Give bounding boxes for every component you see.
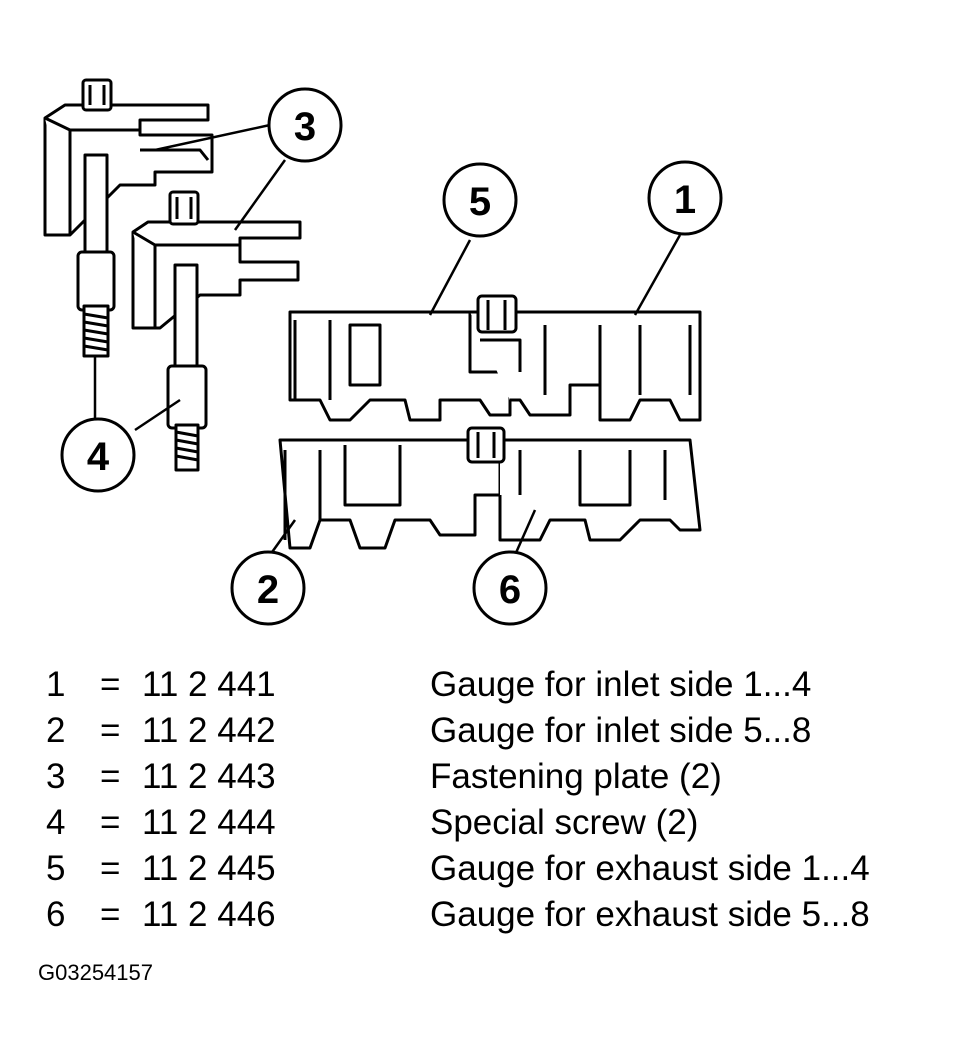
gauge-inlet-5-8-and-exhaust-5-8 <box>278 426 702 550</box>
legend-part-number: 11 2 441 <box>142 665 276 704</box>
legend-description: Special screw (2) <box>430 803 699 842</box>
legend-equals: = <box>100 895 121 934</box>
callout-group: 3 5 1 4 2 6 <box>60 87 723 626</box>
legend-description: Gauge for exhaust side 5...8 <box>430 895 870 934</box>
legend-part-number: 11 2 445 <box>142 849 276 888</box>
fastening-plate-lower <box>131 190 302 330</box>
legend-equals: = <box>100 757 121 796</box>
callout-4-label: 4 <box>87 435 110 479</box>
gauge-exhaust-1-4-and-inlet-1-4 <box>288 294 702 422</box>
callout-1: 1 <box>647 160 723 236</box>
legend-description: Gauge for inlet side 5...8 <box>430 711 812 750</box>
legend-description: Gauge for inlet side 1...4 <box>430 665 812 704</box>
callout-5-label: 5 <box>469 180 491 224</box>
legend-number: 5 <box>46 849 66 888</box>
tool-diagram: 3 5 1 4 2 6 <box>43 78 723 626</box>
callout-6-label: 6 <box>499 568 521 612</box>
legend-description: Gauge for exhaust side 1...4 <box>430 849 870 888</box>
legend-equals: = <box>100 711 121 750</box>
legend-number: 6 <box>46 895 66 934</box>
legend-part-number: 11 2 442 <box>142 711 276 750</box>
legend-part-number: 11 2 443 <box>142 757 276 796</box>
callout-3-label: 3 <box>294 105 316 149</box>
legend-number: 4 <box>46 803 66 842</box>
legend-number: 2 <box>46 711 66 750</box>
callout-3: 3 <box>267 87 343 163</box>
legend-equals: = <box>100 803 121 842</box>
special-screw-left <box>76 153 116 358</box>
legend-number: 3 <box>46 757 66 796</box>
callout-1-label: 1 <box>674 178 696 222</box>
legend-equals: = <box>100 665 121 704</box>
callout-2-label: 2 <box>257 568 279 612</box>
special-screw-right <box>166 263 208 472</box>
legend-equals: = <box>100 849 121 888</box>
callout-2: 2 <box>230 550 306 626</box>
callout-6: 6 <box>472 550 548 626</box>
legend-part-number: 11 2 446 <box>142 895 276 934</box>
figure-id: G03254157 <box>38 960 153 985</box>
legend-part-number: 11 2 444 <box>142 803 276 842</box>
callout-5: 5 <box>442 162 518 238</box>
legend-description: Fastening plate (2) <box>430 757 722 796</box>
legend-number: 1 <box>46 665 66 704</box>
callout-4: 4 <box>60 417 136 493</box>
